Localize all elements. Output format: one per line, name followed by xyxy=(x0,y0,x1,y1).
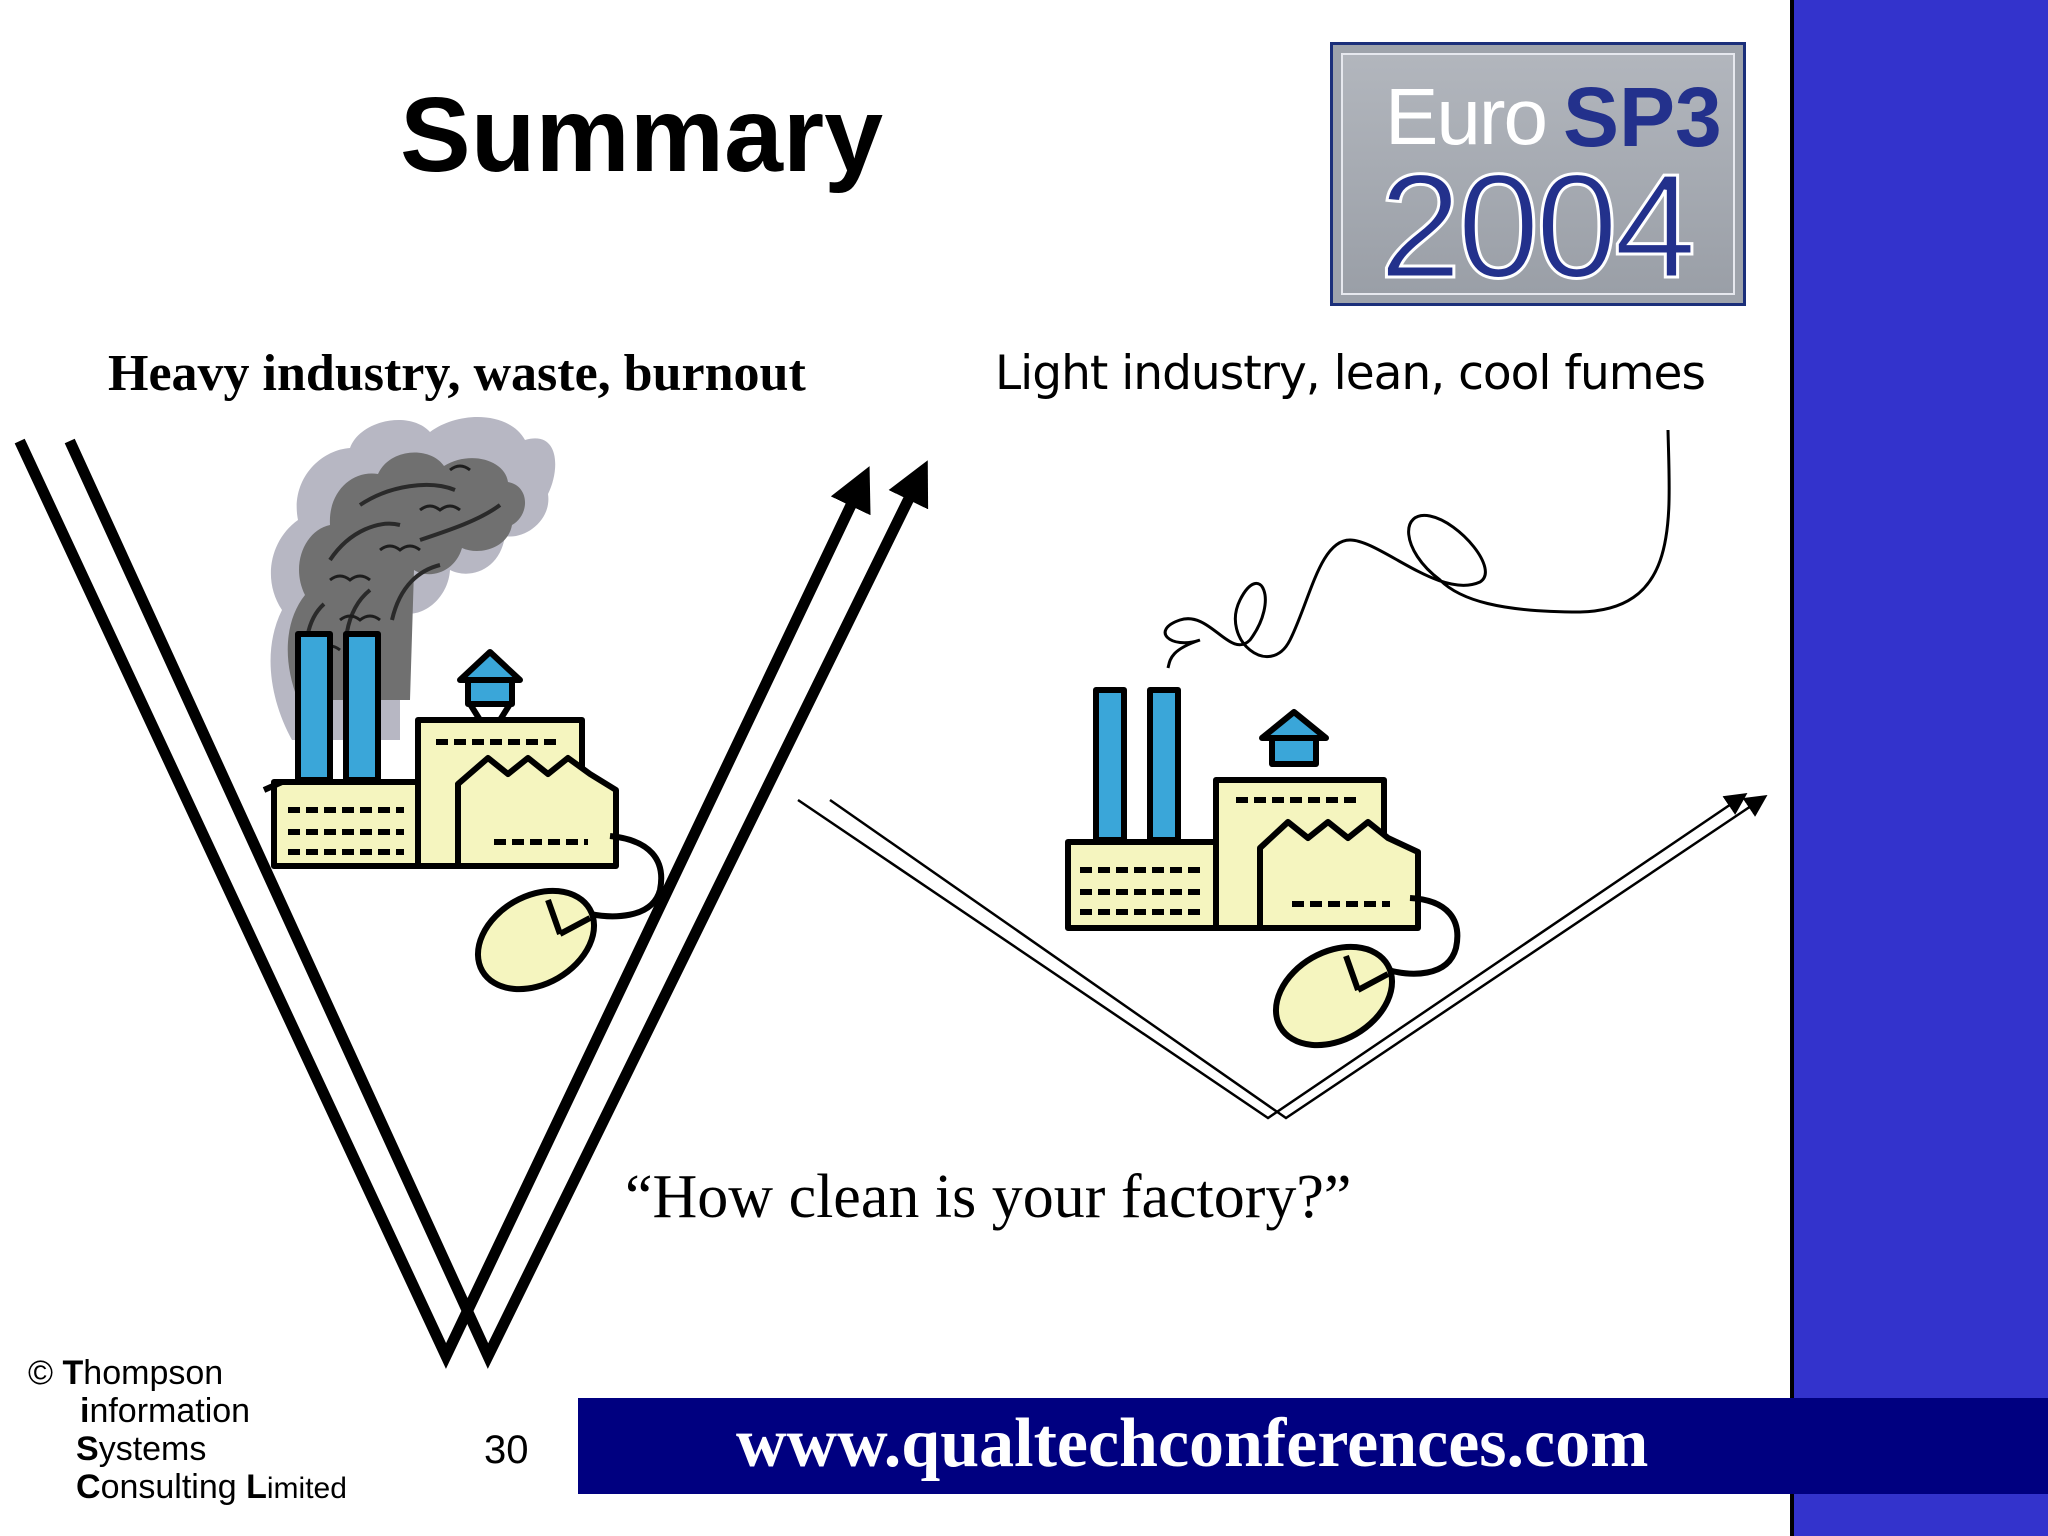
logo-inner-frame: Euro SP3 2004 xyxy=(1341,53,1735,302)
light-factory-icon xyxy=(1065,687,1421,931)
v-line-outer xyxy=(14,438,871,1369)
shallow-v-lifecycle xyxy=(797,792,1768,1120)
light-chimney-right-icon xyxy=(1147,687,1181,843)
copyright-initial-i: i xyxy=(80,1392,90,1430)
copyright-initial-t: T xyxy=(62,1354,84,1392)
heavy-factory-icon xyxy=(262,631,619,869)
steep-v-lifecycle xyxy=(14,438,929,1369)
copyright-line-2: information xyxy=(28,1392,347,1430)
copyright-word-information: nformation xyxy=(89,1392,251,1430)
conference-url-link[interactable]: www.qualtechconferences.com xyxy=(736,1405,1649,1482)
copyright-initial-c: C xyxy=(76,1468,101,1506)
copyright-word-limited: imited xyxy=(266,1472,347,1505)
shallow-v-line-inner xyxy=(829,794,1768,1120)
copyright-word-systems: ystems xyxy=(98,1430,207,1468)
copyright-symbol: © xyxy=(28,1354,54,1392)
copyright-word-consulting: onsulting xyxy=(100,1468,247,1506)
chimney-right-icon xyxy=(343,631,381,783)
chimney-left-icon xyxy=(295,631,333,783)
copyright-block: © Thompson information Systems Consultin… xyxy=(28,1354,347,1508)
copyright-line-1: © Thompson xyxy=(28,1354,347,1392)
copyright-line-3: Systems xyxy=(28,1430,347,1468)
heavy-industry-label: Heavy industry, waste, burnout xyxy=(108,345,806,402)
slide-title: Summary xyxy=(400,76,884,194)
copyright-line-4: Consulting Limited xyxy=(28,1468,347,1508)
light-mouse-icon xyxy=(1272,895,1461,1049)
light-chimney-left-icon xyxy=(1093,687,1127,843)
logo-year-text: 2004 xyxy=(1377,144,1697,309)
copyright-word-thompson: hompson xyxy=(83,1354,224,1392)
logo-euro-text: Euro xyxy=(1385,72,1548,161)
right-accent-bar xyxy=(1790,0,2048,1536)
copyright-initial-s: S xyxy=(76,1430,99,1468)
shallow-v-line-outer xyxy=(797,792,1748,1120)
url-banner: www.qualtechconferences.com xyxy=(578,1398,2048,1494)
cool-fumes-line xyxy=(1163,429,1671,669)
page-number: 30 xyxy=(484,1428,529,1472)
logo-sp3-text: SP3 xyxy=(1563,70,1722,164)
factory-question: “How clean is your factory?” xyxy=(625,1163,1352,1231)
copyright-initial-l: L xyxy=(246,1468,267,1506)
heavy-mouse-icon xyxy=(474,833,665,993)
eurosp3-2004-logo: Euro SP3 2004 xyxy=(1330,42,1746,306)
v-line-inner xyxy=(64,438,929,1369)
light-industry-label: Light industry, lean, cool fumes xyxy=(995,346,1706,401)
